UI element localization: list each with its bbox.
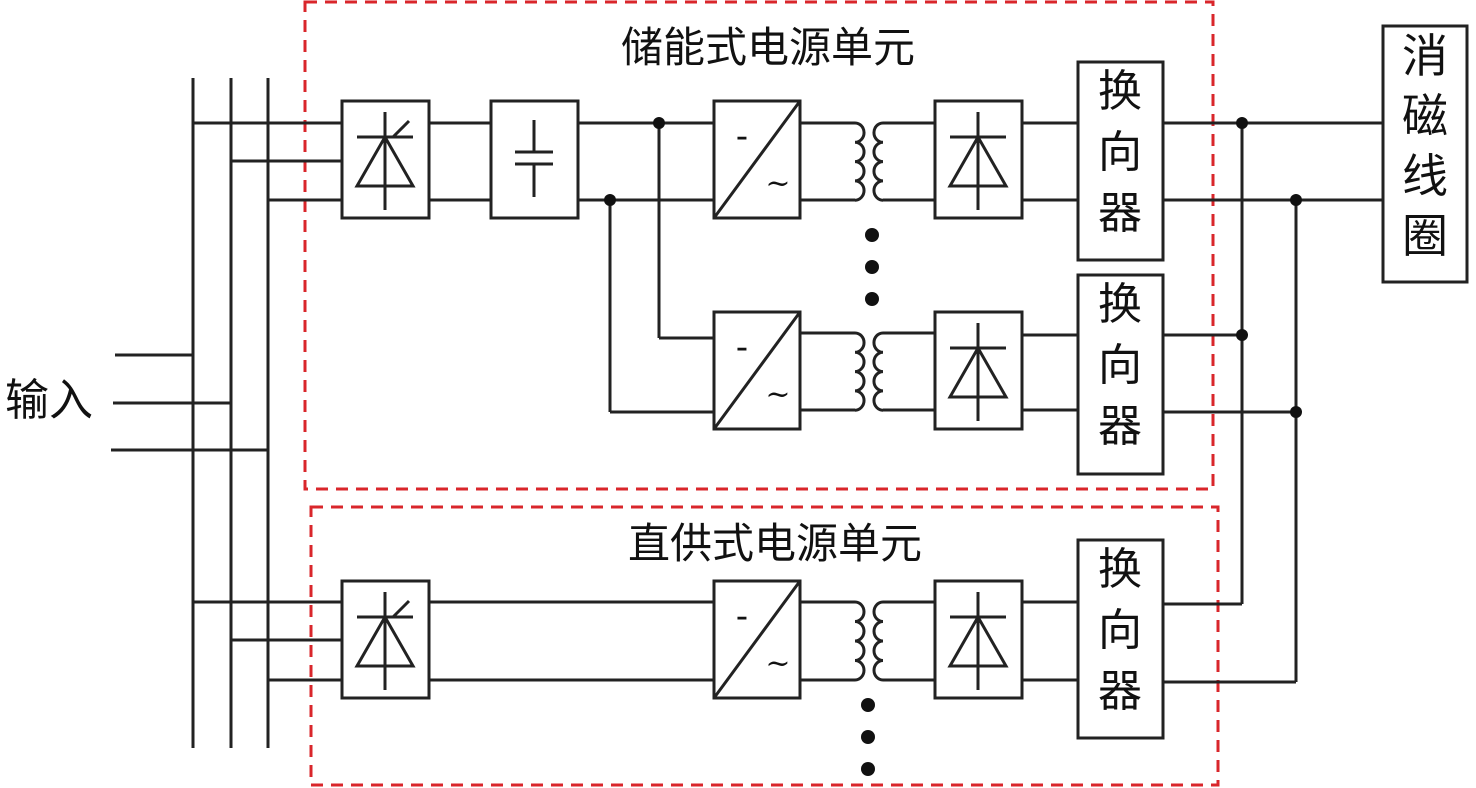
ac-symbol: ~ <box>765 377 790 412</box>
bus-taps-bottom <box>193 600 342 682</box>
direct-unit-title: 直供式电源单元 <box>628 519 922 568</box>
inverter-1: - ~ <box>712 99 802 220</box>
junction-dot <box>1236 117 1248 129</box>
bus-taps-top <box>193 121 342 202</box>
commutator-label: 换向器 <box>1098 279 1142 452</box>
ellipsis-dots-direct <box>861 698 875 776</box>
degaussing-coil: 消磁线圈 <box>1381 24 1469 284</box>
commutator-label: 换向器 <box>1098 544 1142 717</box>
inverter-2: - ~ <box>712 310 802 431</box>
commutator-2: 换向器 <box>1076 273 1165 476</box>
three-phase-bus <box>191 78 270 748</box>
storage-unit-wiring <box>429 121 1078 414</box>
diode-rectifier-2 <box>933 310 1024 431</box>
direct-unit-frame <box>309 505 1220 787</box>
inverter-3: - ~ <box>712 579 802 700</box>
junction-dot <box>1236 329 1248 341</box>
transformer-2 <box>854 331 884 412</box>
junction-dot <box>653 117 665 129</box>
junction-dot <box>1290 406 1302 418</box>
input-label: 输入 <box>5 375 93 426</box>
transformer-3 <box>854 600 884 682</box>
dc-symbol: - <box>736 596 748 637</box>
thyristor-rectifier-direct <box>340 579 431 700</box>
junction-dot <box>604 194 616 206</box>
capacitor <box>489 99 580 220</box>
storage-unit-frame <box>303 0 1215 491</box>
thyristor-rectifier-storage <box>340 99 431 220</box>
commutator-3: 换向器 <box>1076 538 1165 740</box>
dc-symbol: - <box>736 116 748 157</box>
junction-dot <box>1290 194 1302 206</box>
ac-symbol: ~ <box>765 166 790 201</box>
diode-rectifier-1 <box>933 99 1024 220</box>
output-bus <box>1163 121 1383 684</box>
input-lines <box>111 353 268 452</box>
ellipsis-dots-storage <box>865 228 879 306</box>
diode-rectifier-3 <box>933 579 1024 700</box>
direct-unit-wiring <box>429 600 1078 682</box>
commutator-1: 换向器 <box>1076 60 1165 262</box>
coil-label: 消磁线圈 <box>1402 29 1448 263</box>
storage-unit-title: 储能式电源单元 <box>621 23 915 72</box>
dc-symbol: - <box>736 327 748 368</box>
commutator-label: 换向器 <box>1098 66 1142 239</box>
ac-symbol: ~ <box>765 646 790 681</box>
transformer-1 <box>854 121 884 202</box>
